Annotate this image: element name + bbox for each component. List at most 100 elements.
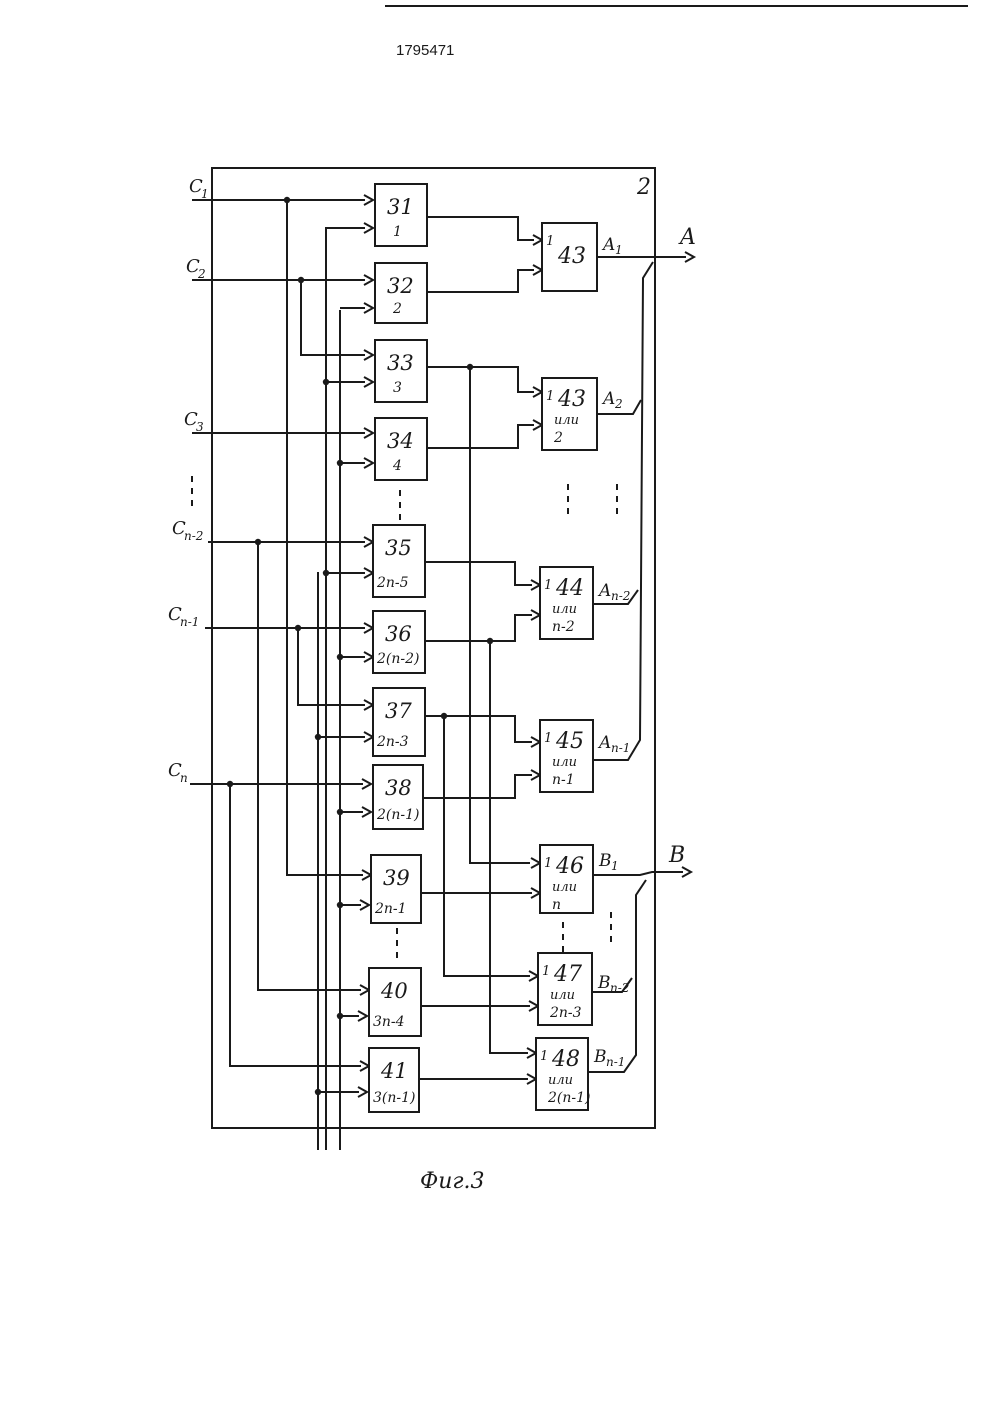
a-bus [593,262,653,760]
arrow-head [364,568,373,578]
w-32-43 [427,270,534,292]
or-gate-sub: п-2 [552,619,575,635]
or-gate-func: или [552,602,577,617]
junction-dot [298,277,304,283]
and-gate-number: 40 [380,979,408,1003]
or-gate-func: или [550,988,575,1003]
and-gate-number: 32 [387,274,414,298]
w-36-44 [425,615,532,641]
arrow-head [364,428,373,438]
arrow-head [533,265,542,275]
and-gate-sub: 2(п-2) [376,651,420,667]
junction-dot [441,713,447,719]
junction-dot [227,781,233,787]
w-37-47 [444,716,530,976]
and-gate-sub: 2(п-1) [376,807,420,823]
or-input-marker: 1 [540,1049,548,1064]
arrow-head [531,858,540,868]
arrow-head [362,779,371,789]
or-input-marker: 1 [544,731,552,746]
or-input-marker: 1 [546,234,554,249]
and-gate-number: 39 [383,866,410,890]
output-label-sub: п-2 [610,981,629,995]
and-gate-sub: 2п-3 [376,734,409,750]
wire-cn-tap [230,784,361,1066]
junction-dot [284,197,290,203]
and-gate-sub: 1 [393,224,402,240]
input-label-sub-2: 3 [196,420,204,434]
w-34-43b [427,425,534,448]
and-gate-number: 34 [387,429,414,453]
junction-dot [323,570,329,576]
b-bus [588,880,646,1072]
arrow-head [358,1087,367,1097]
and-gate-number: 41 [380,1059,408,1083]
wire-cn2-tap [258,542,361,990]
output-label-sub: 1 [615,243,623,257]
arrow-head [358,1011,367,1021]
or-gate-func: или [554,413,579,428]
arrow-head [364,377,373,387]
arrow-head [364,732,373,742]
junction-dot [337,809,343,815]
wire-c2-tap [301,280,365,355]
arrow-head [364,458,373,468]
and-gate-number: 31 [387,195,414,219]
output-label: B [597,973,611,993]
or-input-marker: 1 [544,856,552,871]
input-label-sub-4: n-1 [180,615,199,629]
output-label-sub: п-1 [611,741,630,755]
junction-dot [255,539,261,545]
arrow-head [527,1048,536,1058]
or-gate-func: или [552,755,577,770]
arrow-head [364,195,373,205]
patent-number: 1795471 [396,42,454,59]
or-input-marker: 1 [544,578,552,593]
arrow-head [527,1074,536,1084]
junction-dot [337,902,343,908]
figure-caption: Фиг.3 [420,1169,485,1194]
arrow-head [364,350,373,360]
w-33-43b [427,367,534,392]
or-gate-number: 47 [553,962,582,987]
and-gate-number: 35 [385,536,412,560]
output-label-sub: п-2 [611,589,630,603]
w-36-48 [490,641,528,1053]
junction-dot [295,625,301,631]
arrow-head [364,275,373,285]
w-35-44 [425,562,532,585]
output-label-sub: п-1 [606,1055,625,1069]
or-input-marker: 1 [542,964,550,979]
arrow-head [531,770,540,780]
or-gate-number: 43 [557,387,586,412]
w-37-45 [425,716,532,742]
arrow-head [531,580,540,590]
or-gate-func: или [548,1073,573,1088]
arrow-head [364,623,373,633]
out-a-arrow [685,252,694,262]
or-gate-func: или [552,880,577,895]
junction-dot [487,638,493,644]
arrow-head [360,1061,369,1071]
arrow-head [533,420,542,430]
junction-dot [337,460,343,466]
output-label-sub: 1 [611,859,619,873]
or-gate-sub: 2п-3 [549,1005,582,1021]
arrow-head [529,971,538,981]
input-label-sub-3: n-2 [184,529,203,543]
and-gate-sub: 2 [392,301,402,317]
or-gate-sub: 2 [553,430,563,446]
and-gate-sub: 3(п-1) [373,1090,416,1106]
and-gate-sub: 3п-4 [373,1014,405,1030]
arrow-head [364,223,373,233]
and-gate-sub: 4 [392,458,402,474]
out-b-arrow [682,867,691,877]
arrow-head [360,985,369,995]
junction-dot [315,734,321,740]
output-label: A [601,235,615,255]
junction-dot [337,1013,343,1019]
wire-cn1-tap [298,628,365,705]
or-gate-sub: п [552,897,561,913]
